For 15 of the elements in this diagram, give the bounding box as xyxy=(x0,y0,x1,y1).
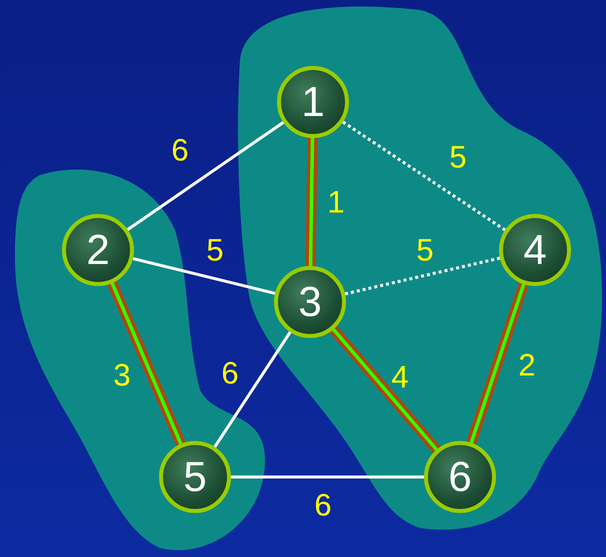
edge-weight: 6 xyxy=(171,134,189,166)
edge-weight: 5 xyxy=(206,234,224,266)
edge-weight: 6 xyxy=(314,490,332,520)
edge-line xyxy=(132,257,276,295)
edge-weight: 5 xyxy=(416,234,434,266)
edge-line xyxy=(126,121,284,231)
edge-weight: 5 xyxy=(449,142,467,172)
edge-weight: 2 xyxy=(518,350,536,380)
dotted-edge xyxy=(342,120,506,232)
edge-weight: 4 xyxy=(391,362,409,392)
edge-weight: 1 xyxy=(327,186,345,218)
edge-weight: 3 xyxy=(113,360,131,390)
edge-weight: 6 xyxy=(221,358,239,388)
edge-line xyxy=(231,476,424,478)
dotted-edge xyxy=(344,256,500,296)
